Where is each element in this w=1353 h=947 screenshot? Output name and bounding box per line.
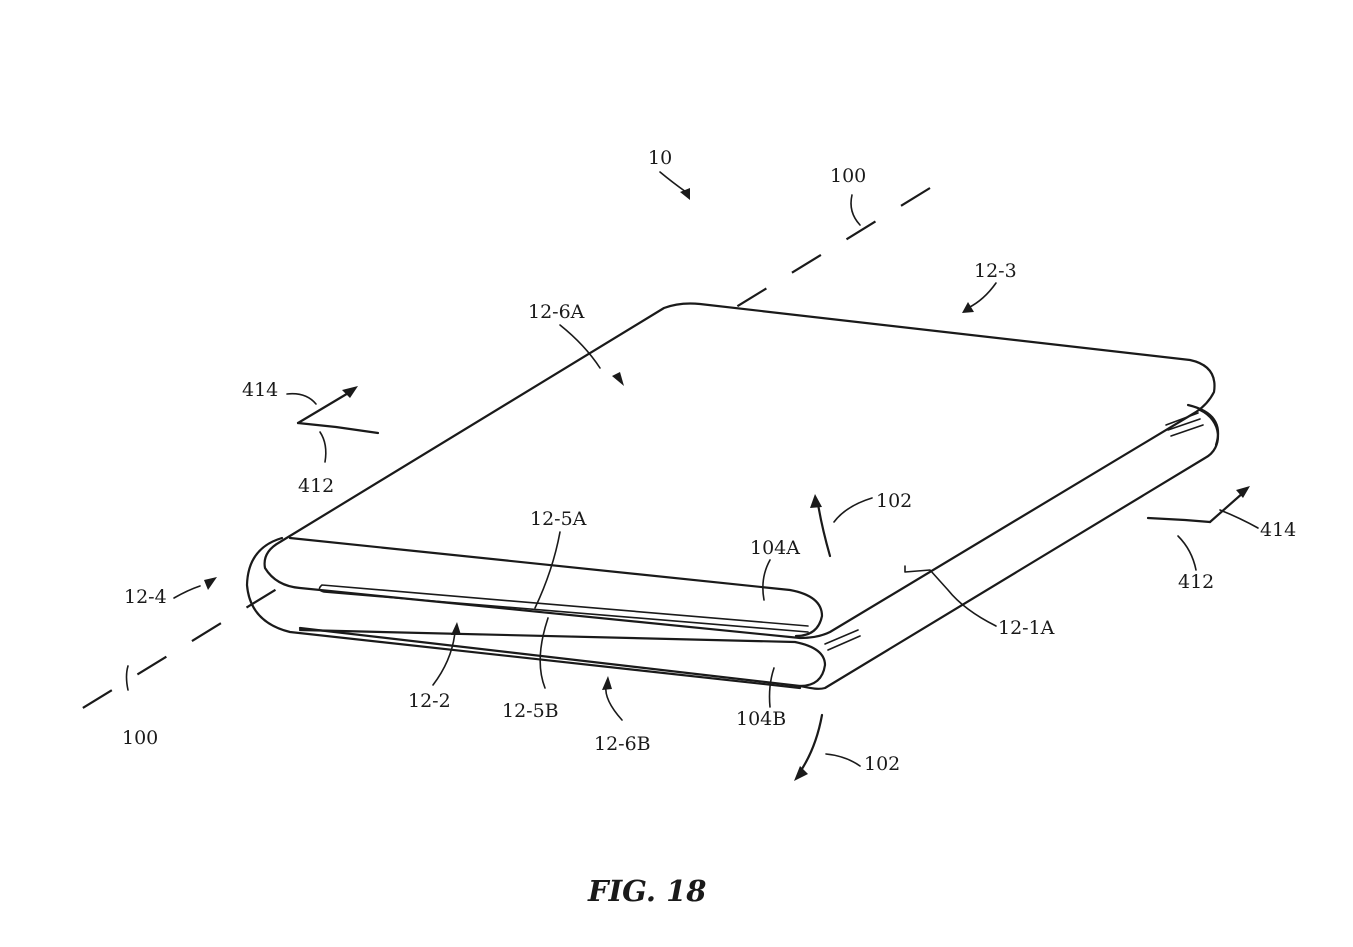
fold-gap-slot: [318, 584, 809, 633]
label-surface-12-6b: 12-6B: [594, 733, 651, 755]
label-edge-12-3: 12-3: [974, 260, 1017, 282]
leader-lines: [125, 171, 1259, 767]
lower-housing-front: [298, 628, 827, 688]
section-marker-right: [1146, 486, 1250, 524]
label-rotation-bottom-102: 102: [864, 753, 900, 775]
label-axis-top-100: 100: [830, 165, 866, 187]
rotation-arrow-top: [810, 494, 832, 558]
label-edge-12-2: 12-2: [408, 690, 451, 712]
fold-axis-line: [59, 187, 931, 723]
folded-device: [245, 302, 1220, 690]
upper-housing-front: [288, 536, 824, 638]
label-rotation-top-102: 102: [876, 490, 912, 512]
label-left-414: 414: [242, 379, 278, 401]
label-right-412: 412: [1178, 571, 1214, 593]
hinge-end-left: [245, 536, 802, 690]
edge-hatching: [824, 412, 1204, 651]
label-right-414: 414: [1260, 519, 1296, 541]
label-device-10: 10: [648, 147, 672, 169]
label-surface-12-6a: 12-6A: [528, 301, 585, 323]
hinge-end-right: [1186, 403, 1220, 447]
label-left-412: 412: [298, 475, 334, 497]
label-axis-bottom-100: 100: [122, 727, 158, 749]
label-edge-12-4: 12-4: [124, 586, 167, 608]
label-edge-12-1a: 12-1A: [998, 617, 1055, 639]
label-housing-104b: 104B: [736, 708, 786, 730]
section-marker-left: [296, 386, 380, 435]
label-fold-12-5a: 12-5A: [530, 508, 587, 530]
figure-caption: FIG. 18: [587, 874, 706, 908]
label-fold-12-5b: 12-5B: [502, 700, 559, 722]
label-housing-104a: 104A: [750, 537, 800, 559]
upper-housing-outline: [263, 302, 1216, 640]
rotation-arrow-bottom: [794, 713, 824, 781]
